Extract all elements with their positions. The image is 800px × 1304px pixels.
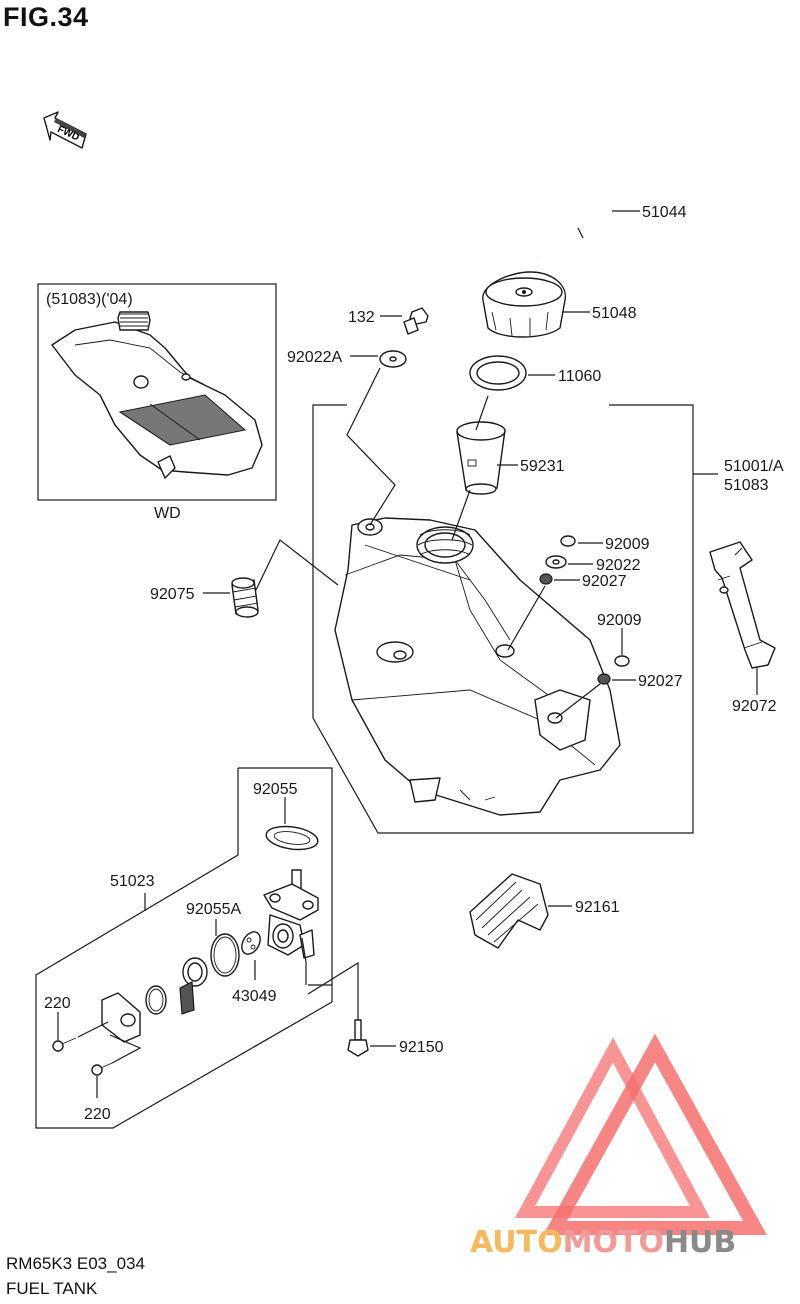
screw-92009b [614, 655, 630, 667]
logo-triangle-outer [543, 1033, 767, 1235]
fuel-cap [482, 271, 566, 338]
bolt-132 [403, 307, 429, 335]
screw-92009a [560, 535, 576, 547]
grommet-92027a [539, 573, 553, 585]
label-43049: 43049 [232, 988, 277, 1005]
label-11060: 11060 [558, 368, 601, 385]
label-92027a: 92027 [582, 573, 627, 590]
fwd-arrow-icon: FWD [43, 111, 87, 149]
damper-92075 [231, 577, 259, 618]
watermark-logo: AUTOMOTOHUB [470, 1033, 767, 1260]
screw-220a [52, 1037, 77, 1052]
label-92009b: 92009 [597, 612, 642, 629]
label-92072: 92072 [732, 698, 777, 715]
label-92161: 92161 [575, 899, 620, 916]
label-92150: 92150 [399, 1039, 444, 1056]
inset-header: (51083)('04) [46, 291, 133, 308]
fuel-cock-lever [179, 957, 208, 1015]
label-51023: 51023 [110, 873, 155, 890]
logo-triangle-inner [514, 1037, 711, 1218]
label-92075: 92075 [150, 586, 195, 603]
label-92022A: 92022A [287, 349, 342, 366]
label-92055A: 92055A [186, 901, 241, 918]
label-51048: 51048 [592, 305, 637, 322]
grommet-92027b [597, 673, 611, 685]
figure-title: FIG.34 [3, 2, 89, 32]
strap-92072 [709, 541, 776, 669]
pad-92161 [469, 873, 549, 949]
label-59231: 59231 [520, 458, 565, 475]
plate-43049 [241, 931, 261, 955]
logo-hub: HUB [664, 1225, 736, 1260]
cover-plate [101, 992, 141, 1043]
label-132: 132 [348, 309, 375, 326]
fuel-cock [263, 869, 319, 959]
label-51083: 51083 [724, 477, 769, 494]
breather-hose [503, 182, 614, 261]
inset-caption: WD [154, 505, 181, 522]
label-92055: 92055 [253, 781, 298, 798]
label-92009a: 92009 [605, 536, 650, 553]
screw-220b [91, 1062, 113, 1076]
wd-inset: (51083)('04) WD [37, 283, 277, 522]
logo-text: AUTOMOTOHUB [470, 1225, 736, 1260]
fuel-tank [334, 517, 621, 816]
logo-auto: AUTO [470, 1225, 563, 1260]
logo-moto: MOTO [563, 1225, 664, 1260]
bolt-92150 [347, 1019, 369, 1057]
label-92022: 92022 [596, 557, 641, 574]
o-ring-92055a [210, 933, 240, 977]
label-220b: 220 [84, 1106, 111, 1123]
filter-59231 [456, 421, 506, 495]
label-51001A: 51001/A [724, 458, 784, 475]
label-51044: 51044 [642, 204, 687, 221]
label-92027b: 92027 [638, 673, 683, 690]
model-code: RM65K3 E03_034 [6, 1254, 145, 1273]
gasket-92055 [265, 825, 319, 851]
figure-name: FUEL TANK [6, 1279, 98, 1298]
label-220a: 220 [44, 995, 71, 1012]
